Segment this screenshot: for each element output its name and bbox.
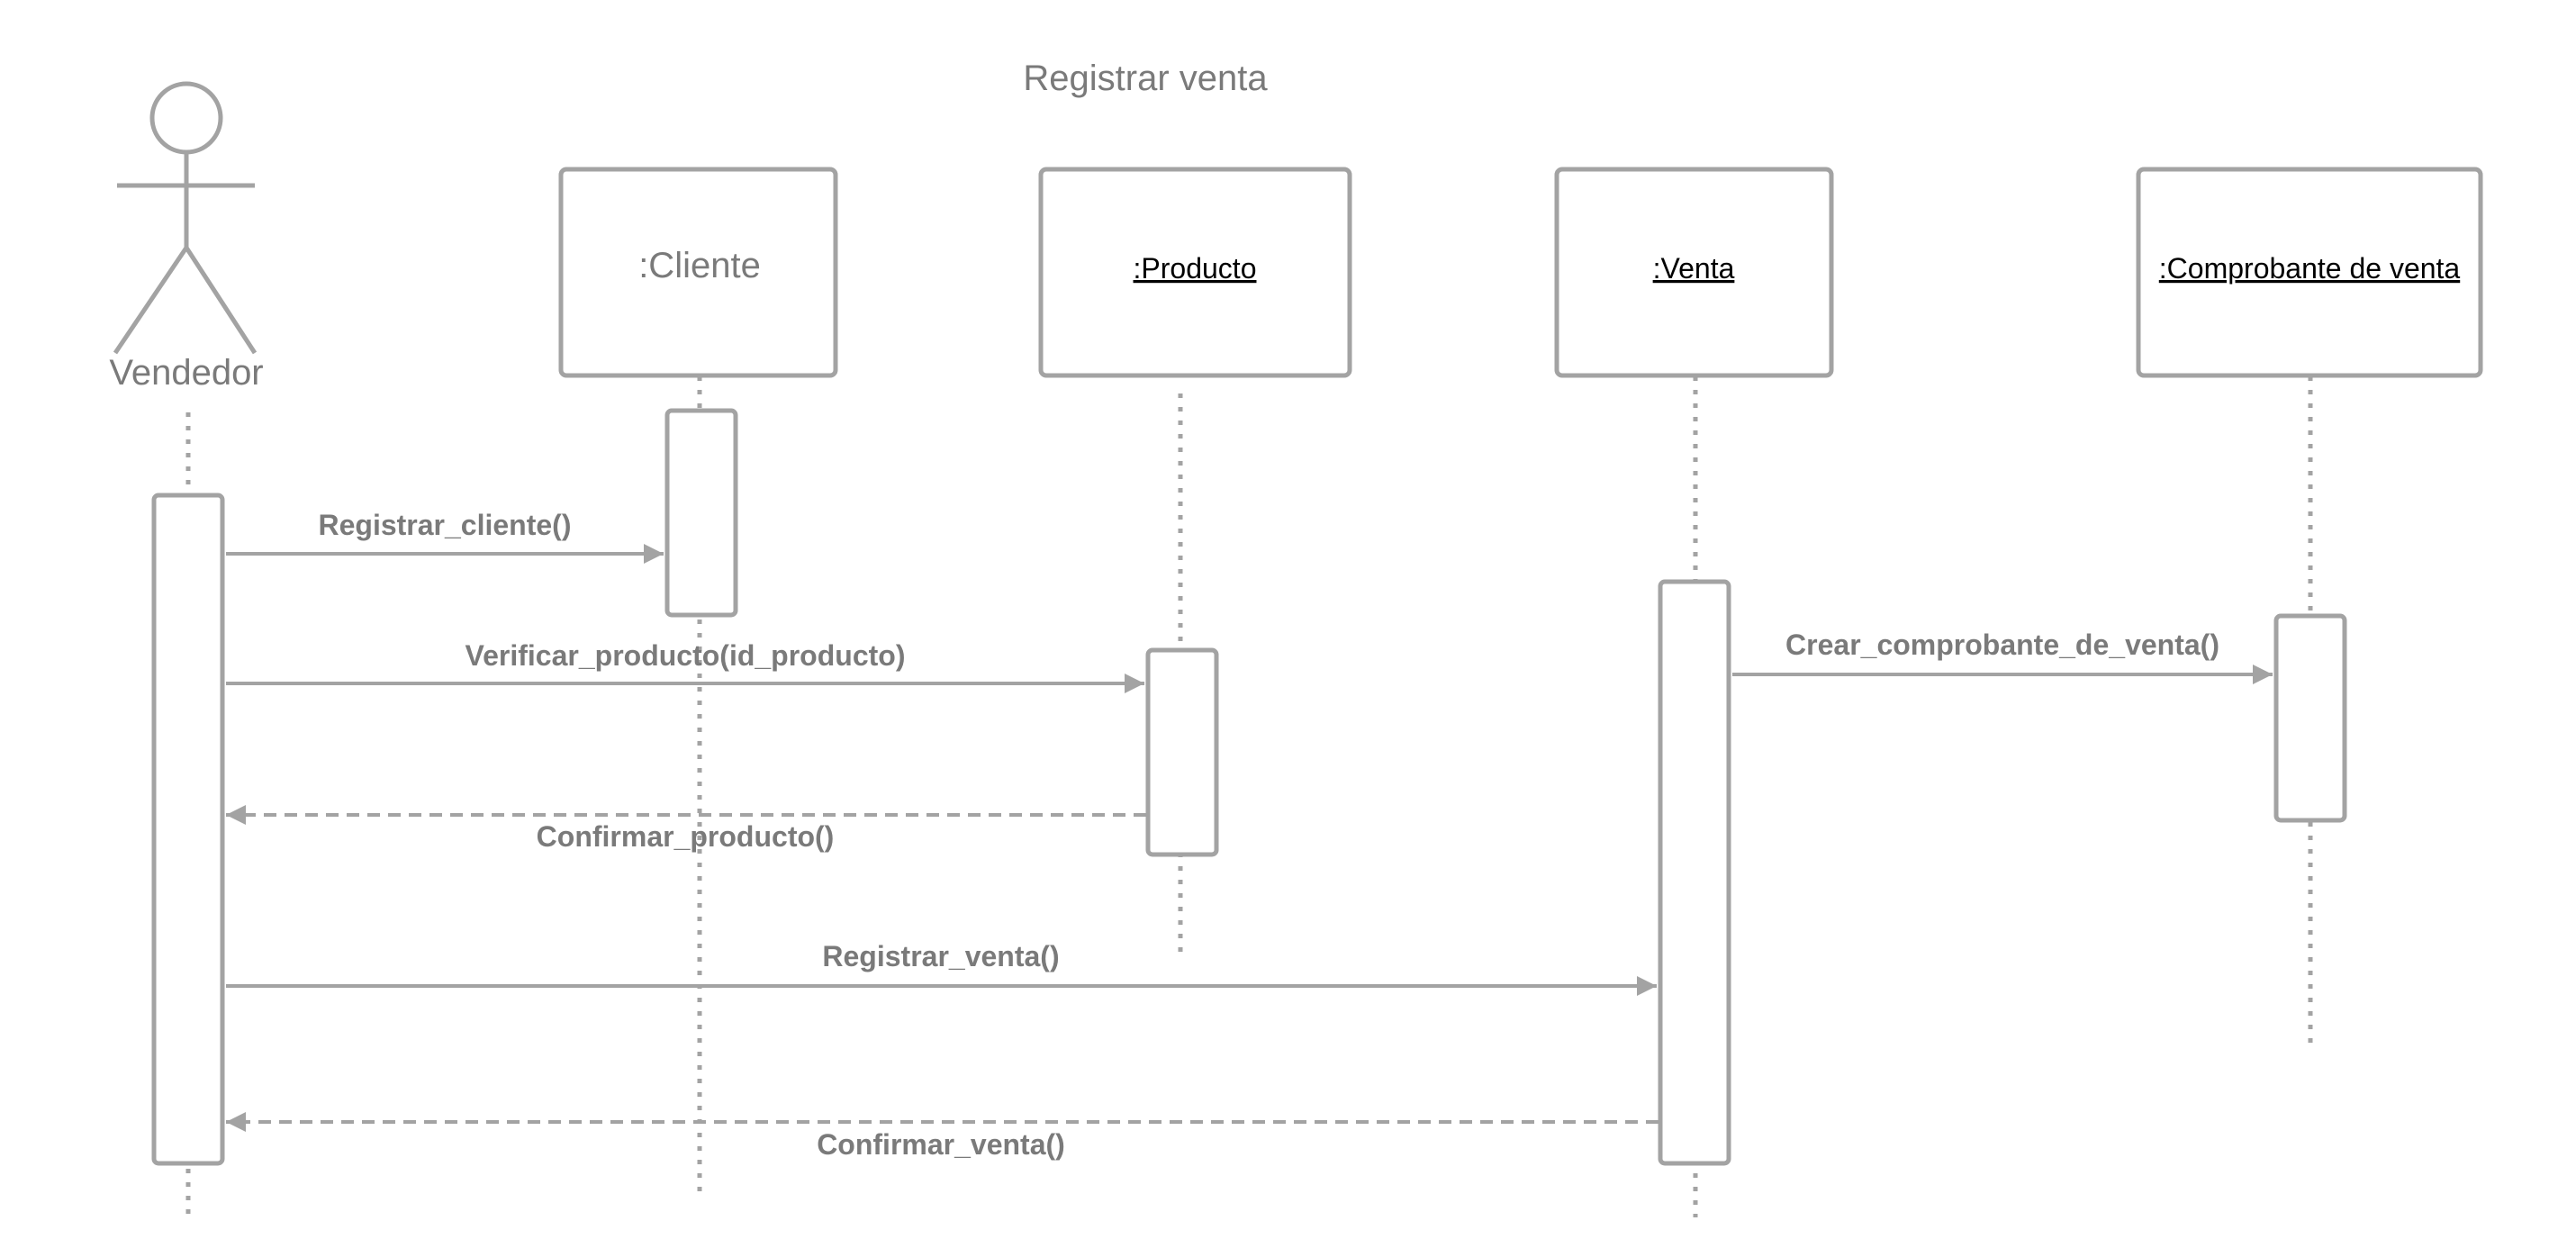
activation-producto bbox=[1145, 647, 1219, 857]
message-label-registrar-cliente: Registrar_cliente() bbox=[319, 509, 572, 541]
object-box-comprobante bbox=[2136, 167, 2483, 378]
diagram-title: Registrar venta bbox=[1023, 59, 1268, 98]
actor-label: Vendedor bbox=[109, 353, 263, 393]
message-label-confirmar-venta: Confirmar_venta() bbox=[817, 1128, 1065, 1161]
object-label-comprobante: :Comprobante de venta bbox=[2159, 252, 2461, 285]
actor-left-leg bbox=[113, 246, 189, 355]
object-box-cliente bbox=[558, 167, 838, 378]
object-box-venta bbox=[1554, 167, 1834, 378]
actor-right-leg bbox=[184, 246, 258, 355]
message-label-verificar-producto: Verificar_producto(id_producto) bbox=[465, 639, 906, 672]
message-label-crear-comprobante: Crear_comprobante_de_venta() bbox=[1785, 629, 2219, 661]
object-label-producto: :Producto bbox=[1134, 252, 1257, 285]
activation-vendedor bbox=[151, 493, 225, 1166]
actor-head bbox=[149, 81, 223, 155]
object-label-cliente: :Cliente bbox=[638, 246, 761, 285]
message-label-registrar-venta: Registrar_venta() bbox=[822, 940, 1059, 972]
activation-cliente bbox=[664, 408, 738, 618]
activation-venta bbox=[1658, 579, 1731, 1166]
actor-vendedor bbox=[113, 81, 258, 355]
activation-comprobante bbox=[2273, 613, 2347, 823]
message-label-confirmar-producto: Confirmar_producto() bbox=[537, 820, 835, 853]
object-box-producto bbox=[1038, 167, 1352, 378]
object-label-venta: :Venta bbox=[1653, 252, 1735, 285]
